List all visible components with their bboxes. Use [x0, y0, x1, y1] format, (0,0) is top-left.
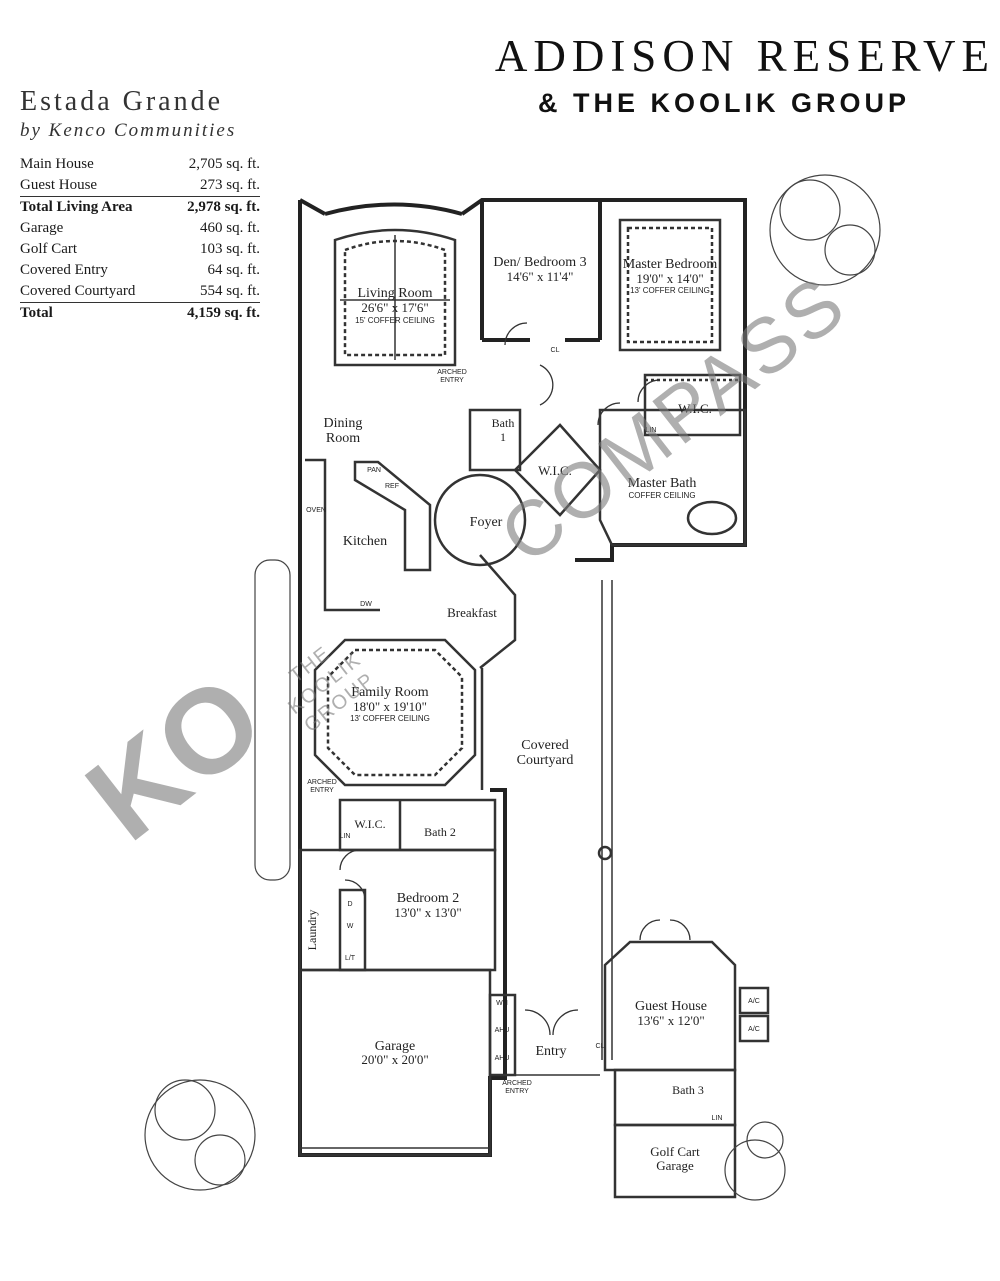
- area-label: Golf Cart: [20, 241, 78, 257]
- garage-label: Garage: [375, 1039, 415, 1054]
- kitchen-label: Kitchen: [343, 534, 387, 549]
- entry-label: Entry: [535, 1044, 566, 1059]
- guest-house-dims: 13'6" x 12'0": [637, 1013, 704, 1028]
- den-dims: 14'6" x 11'4": [507, 269, 574, 284]
- dining-label: Dining: [324, 416, 363, 431]
- ahu-label-1: AHU: [495, 1027, 510, 1034]
- bath1-label: Bath: [492, 416, 515, 430]
- area-value: 64 sq. ft.: [207, 262, 261, 278]
- bedroom2-label: Bedroom 2: [397, 891, 460, 906]
- door-swings: [339, 322, 691, 1036]
- golf-cart-label-2: Garage: [656, 1158, 694, 1173]
- model-name: Estada Grande: [20, 86, 224, 117]
- bath2-label: Bath 2: [424, 825, 456, 839]
- ac-label-1: A/C: [748, 998, 760, 1005]
- lin-master-label: LIN: [646, 427, 657, 434]
- guest-house-label: Guest House: [635, 999, 707, 1014]
- area-row: Main House 2,705 sq. ft.: [20, 154, 260, 175]
- dining-label-2: Room: [326, 431, 360, 446]
- arched-entry-family-label-2: ENTRY: [310, 787, 334, 794]
- family-room-note: 13' COFFER CEILING: [350, 714, 430, 723]
- lin-guest-label: LIN: [712, 1115, 723, 1122]
- cl-den-label: CL: [551, 347, 560, 354]
- area-value: 2,705 sq. ft.: [188, 156, 260, 172]
- area-value: 2,978 sq. ft.: [167, 196, 260, 218]
- master-bedroom-dims: 19'0" x 14'0": [636, 271, 703, 286]
- interior-walls: [298, 218, 770, 1199]
- area-row: Guest House 273 sq. ft.: [20, 175, 260, 197]
- area-label: Covered Entry: [20, 262, 108, 278]
- koolik-logo-watermark: KO: [63, 649, 287, 865]
- page-subtitle: & THE KOOLIK GROUP: [537, 88, 910, 118]
- garage-dims: 20'0" x 20'0": [361, 1052, 428, 1067]
- area-label: Total: [20, 302, 168, 324]
- arched-entry-garage-label: ARCHED: [502, 1080, 532, 1087]
- area-table: Main House 2,705 sq. ft. Guest House 273 sq…: [20, 154, 260, 324]
- area-value: 103 sq. ft.: [200, 241, 260, 257]
- landscape-trees: [144, 174, 881, 1201]
- area-label: Covered Courtyard: [20, 283, 136, 299]
- area-value: 554 sq. ft.: [200, 283, 260, 299]
- pan-label: PAN: [367, 467, 381, 474]
- dw-label: DW: [360, 601, 372, 608]
- living-room-label: Living Room: [357, 286, 432, 301]
- laundry-label: Laundry: [305, 910, 319, 951]
- area-label: Total Living Area: [20, 196, 168, 218]
- family-room-dims: 18'0" x 19'10": [353, 699, 427, 714]
- area-value: 4,159 sq. ft.: [167, 302, 260, 324]
- area-label: Guest House: [20, 177, 98, 193]
- compass-watermark: COMPASS: [484, 257, 863, 580]
- cl-guest-label: CL: [596, 1043, 605, 1050]
- area-row: Garage 460 sq. ft.: [20, 218, 260, 239]
- wic-master-label: W.I.C.: [678, 401, 712, 416]
- courtyard-label: Covered: [521, 738, 568, 753]
- master-bath-label: Master Bath: [628, 476, 697, 491]
- courtyard-label-2: Courtyard: [517, 753, 574, 768]
- master-bath-note: COFFER CEILING: [628, 491, 695, 500]
- area-label: Main House: [20, 156, 94, 172]
- golf-cart-label: Golf Cart: [650, 1144, 700, 1159]
- ac-label-2: A/C: [748, 1026, 760, 1033]
- living-room-dims: 26'6" x 17'6": [361, 300, 428, 315]
- ahu-label-2: AHU: [495, 1055, 510, 1062]
- master-bedroom-note: 13' COFFER CEILING: [630, 286, 710, 295]
- laundry-tub-label: L/T: [345, 955, 356, 962]
- lin-bed2-label: LIN: [340, 833, 351, 840]
- oven-label: OVEN: [306, 507, 326, 514]
- dryer-label: D: [347, 901, 352, 908]
- area-value: 273 sq. ft.: [200, 177, 260, 193]
- bath3-label: Bath 3: [672, 1083, 704, 1097]
- family-room-label: Family Room: [351, 685, 429, 700]
- den-label: Den/ Bedroom 3: [493, 255, 586, 270]
- bedroom2-dims: 13'0" x 13'0": [394, 905, 461, 920]
- living-room-note: 15' COFFER CEILING: [355, 316, 435, 325]
- area-row: Golf Cart 103 sq. ft.: [20, 239, 260, 260]
- washer-label: W: [347, 923, 354, 930]
- room-labels: Living Room 26'6" x 17'6" 15' COFFER CEI…: [305, 255, 717, 1173]
- water-heater-label: WH: [496, 1000, 508, 1007]
- area-label: Garage: [20, 220, 64, 236]
- foyer-label: Foyer: [470, 515, 503, 530]
- arched-entry-label: ARCHED: [437, 369, 467, 376]
- area-value: 460 sq. ft.: [200, 220, 260, 236]
- arched-entry-label-2: ENTRY: [440, 377, 464, 384]
- wic-bed2-label: W.I.C.: [354, 817, 385, 831]
- breakfast-label: Breakfast: [447, 605, 497, 620]
- wic-center-label: W.I.C.: [538, 463, 572, 478]
- arched-entry-garage-label-2: ENTRY: [505, 1088, 529, 1095]
- fixture-labels: ARCHED ENTRY ARCHED ENTRY ARCHED ENTRY O…: [306, 347, 760, 1122]
- bath1-num: 1: [500, 430, 506, 444]
- master-bedroom-label: Master Bedroom: [623, 257, 718, 272]
- area-row: Covered Courtyard 554 sq. ft.: [20, 281, 260, 303]
- builder-name: by Kenco Communities: [20, 120, 237, 141]
- area-row: Covered Entry 64 sq. ft.: [20, 260, 260, 281]
- page-title: ADDISON RESERVE: [494, 31, 995, 81]
- arched-entry-family-label: ARCHED: [307, 779, 337, 786]
- ref-label: REF: [385, 483, 399, 490]
